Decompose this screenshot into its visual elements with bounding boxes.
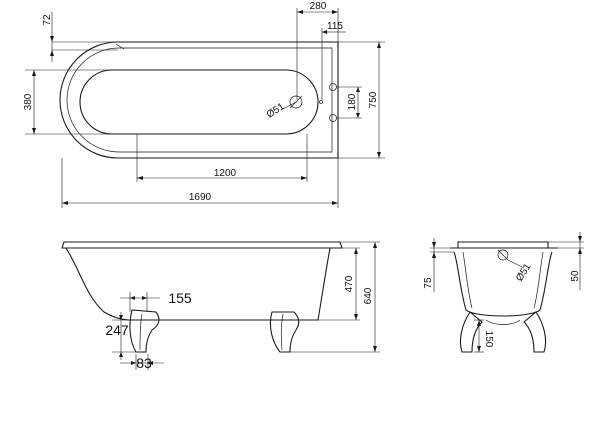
side-body xyxy=(65,247,331,321)
dimension-overall-length: 1690 xyxy=(61,158,339,208)
dimension-foot-width: 83 xyxy=(120,354,164,371)
dimension-waste-diameter-end: Ø51 xyxy=(507,259,534,284)
dim-115-label: 115 xyxy=(327,21,343,32)
end-view xyxy=(450,241,558,353)
dim-72-label: 72 xyxy=(42,14,53,26)
dim-155-label: 155 xyxy=(168,290,192,306)
side-rim xyxy=(61,241,343,249)
dim-640-label: 640 xyxy=(363,287,374,304)
dimension-rim-offset: 72 xyxy=(42,12,118,62)
tub-inner-rim xyxy=(66,47,333,153)
end-foot-left xyxy=(459,311,483,353)
dimension-foot-clearance: 150 xyxy=(474,319,494,353)
dimension-rim-depth: 75 xyxy=(423,238,454,292)
dim-1200-label: 1200 xyxy=(214,168,237,179)
plan-view xyxy=(59,41,339,159)
end-foot-right xyxy=(523,311,547,353)
end-waste-outlet xyxy=(497,249,509,261)
tap-hole-upper xyxy=(329,83,337,91)
dim-50-label: 50 xyxy=(570,270,581,282)
dim-470-label: 470 xyxy=(344,275,355,292)
dimension-interior-length: 1200 xyxy=(136,134,308,182)
dim-280-label: 280 xyxy=(310,1,327,12)
dim-247-label: 247 xyxy=(105,322,129,338)
side-view xyxy=(61,241,343,353)
dim-83-label: 83 xyxy=(136,355,152,371)
dimension-overall-height: 640 xyxy=(290,241,380,353)
dim-51-plan-label: Ø51 xyxy=(265,101,287,121)
side-foot-right xyxy=(269,311,300,353)
end-body xyxy=(453,251,553,317)
side-foot-left xyxy=(129,309,160,353)
dimension-interior-width: 380 xyxy=(23,69,112,135)
dimension-waste-diameter-plan: Ø51 xyxy=(265,101,297,121)
dimension-tap-spacing: 180 xyxy=(336,86,362,119)
dimension-foot-height: 247 xyxy=(105,312,138,360)
tap-hole-lower xyxy=(329,114,337,122)
dim-380-label: 380 xyxy=(23,93,34,110)
overflow-hole xyxy=(319,100,323,104)
tub-rim-outline xyxy=(59,41,339,159)
dimension-tap-zone: 280 xyxy=(296,1,339,100)
dim-750-label: 750 xyxy=(368,91,379,108)
dimension-tub-depth: 470 xyxy=(318,247,360,321)
dimension-tap-offset: 115 xyxy=(321,21,346,100)
dimension-rim-thickness: 50 xyxy=(548,232,584,290)
waste-outlet xyxy=(289,95,303,109)
dim-1690-label: 1690 xyxy=(189,192,212,203)
tub-basin xyxy=(79,69,319,135)
dim-150-label: 150 xyxy=(483,331,494,348)
dimension-foot-setback: 155 xyxy=(120,290,192,312)
end-rim xyxy=(457,241,549,248)
dim-75-label: 75 xyxy=(423,277,434,289)
dimension-overall-width: 750 xyxy=(338,41,385,159)
dim-180-label: 180 xyxy=(347,93,358,110)
